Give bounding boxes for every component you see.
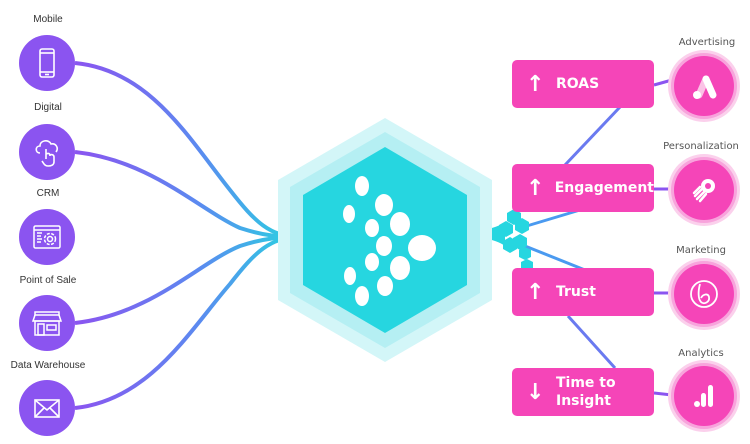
arrow-down-icon: ↓ [526, 379, 545, 405]
source-label-digital: Digital [34, 102, 62, 113]
destination-marketing[interactable] [668, 258, 740, 330]
arrow-up-icon: ↑ [526, 175, 545, 201]
cloud-touch-icon [35, 140, 58, 167]
source-data-warehouse[interactable] [19, 380, 75, 436]
metric-label-line1: Time to [556, 375, 616, 391]
arrow-up-icon: ↑ [526, 71, 545, 97]
line-warehouse [74, 235, 301, 410]
line-roas-engagement [563, 105, 622, 167]
line-hub-engagement [519, 208, 581, 230]
source-digital[interactable] [19, 124, 75, 180]
metric-time-to-insight[interactable]: ↓ Time to Insight [512, 368, 654, 416]
storefront-icon [31, 311, 63, 336]
destination-label-marketing: Marketing [676, 245, 726, 256]
bar-chart-icon [694, 385, 713, 407]
source-crm[interactable] [19, 209, 75, 265]
metric-label: Time to Insight [556, 374, 616, 410]
google-ads-icon [693, 75, 717, 99]
metric-engagement[interactable]: ↑ Engagement [512, 164, 654, 212]
metric-roas[interactable]: ↑ ROAS [512, 60, 654, 108]
destination-label-advertising: Advertising [678, 37, 736, 48]
source-mobile[interactable] [19, 35, 75, 91]
envelope-icon [34, 399, 60, 418]
source-label-crm: CRM [36, 188, 60, 199]
line-digital [74, 150, 301, 239]
braze-b-icon [690, 280, 718, 308]
source-label-mobile: Mobile [33, 14, 63, 25]
destination-label-personalization: Personalization [663, 141, 739, 152]
dots-logo-icon [343, 176, 436, 306]
crm-settings-icon [33, 225, 61, 249]
metric-label: Trust [556, 283, 596, 301]
metric-label: Engagement [555, 179, 654, 197]
rocket-icon [692, 179, 715, 203]
destination-label-analytics: Analytics [678, 348, 724, 359]
hub-hexagon [278, 118, 492, 362]
destination-personalization[interactable] [668, 154, 740, 226]
metric-label-line1: ROAS [556, 76, 600, 92]
destination-analytics[interactable] [668, 360, 740, 432]
line-pos [74, 235, 301, 325]
metric-label: ROAS [556, 75, 599, 93]
mobile-phone-icon [39, 48, 55, 78]
source-label-point-of-sale: Point of Sale [19, 275, 77, 286]
source-point-of-sale[interactable] [19, 295, 75, 351]
metric-label-line2: Insight [556, 393, 611, 409]
metric-label-line1: Engagement [554, 180, 654, 196]
destination-advertising[interactable] [668, 50, 740, 122]
line-trust-time [566, 314, 617, 370]
metric-trust[interactable]: ↑ Trust [512, 268, 654, 316]
line-mobile [74, 61, 301, 239]
metric-label-line1: Trust [556, 284, 596, 300]
arrow-up-icon: ↑ [526, 279, 545, 305]
source-label-data-warehouse: Data Warehouse [10, 360, 86, 371]
line-hub-trust [519, 242, 586, 272]
